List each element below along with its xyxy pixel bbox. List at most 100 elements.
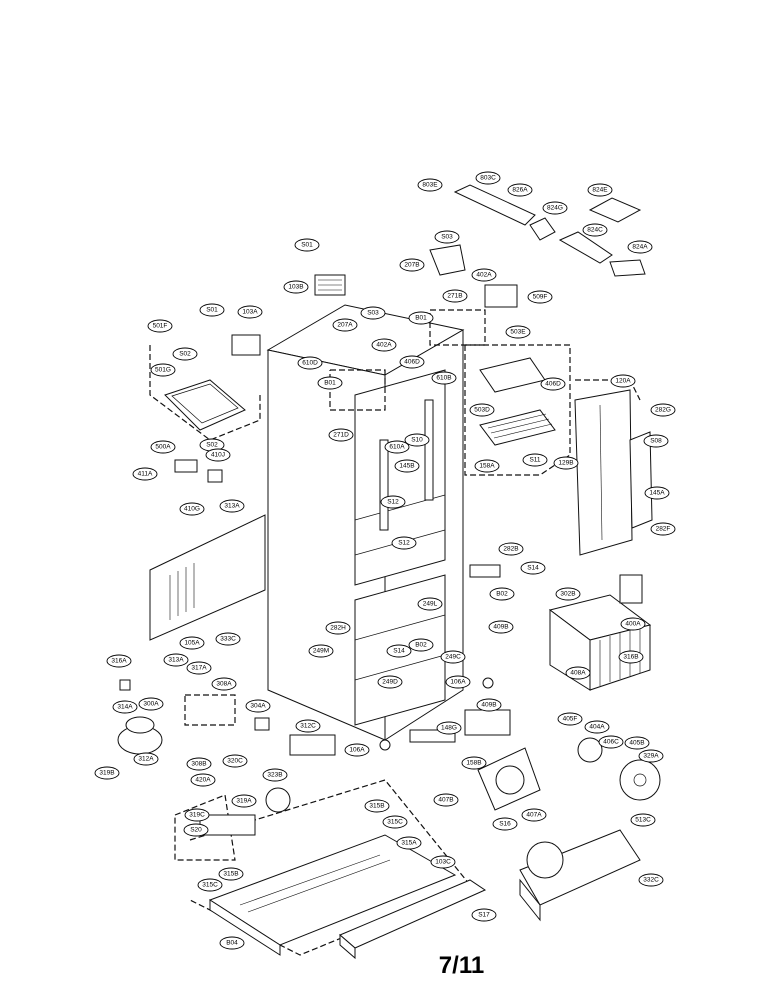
callout: 406D <box>540 377 566 391</box>
callout: 405F <box>557 712 583 726</box>
callout: 158B <box>461 756 487 770</box>
svg-text:404A: 404A <box>589 724 605 731</box>
callout: 323B <box>262 768 288 782</box>
callout: S10 <box>404 433 430 447</box>
callout: B01 <box>408 311 434 325</box>
svg-text:158A: 158A <box>479 463 495 470</box>
svg-text:503D: 503D <box>474 407 490 414</box>
svg-text:513C: 513C <box>635 817 651 824</box>
callout: S12 <box>380 495 406 509</box>
callout: 319A <box>231 794 257 808</box>
callout: 158A <box>474 459 500 473</box>
callout: S03 <box>434 230 460 244</box>
callout: 329A <box>638 749 664 763</box>
svg-text:407A: 407A <box>526 812 542 819</box>
fan-shroud <box>477 747 541 811</box>
svg-text:302B: 302B <box>560 591 575 598</box>
svg-text:803E: 803E <box>422 182 438 189</box>
callout-labels: 803E 803C 826A 824E 824G 824C 824A S01 S… <box>94 171 676 950</box>
svg-text:S16: S16 <box>499 821 511 828</box>
callout: 313A <box>219 499 245 513</box>
callout: 824C <box>582 223 608 237</box>
svg-text:824G: 824G <box>547 205 563 212</box>
callout: 308B <box>186 757 212 771</box>
svg-text:610B: 610B <box>436 375 451 382</box>
callout: S01 <box>294 238 320 252</box>
callout: B02 <box>489 587 515 601</box>
svg-text:B02: B02 <box>496 591 508 598</box>
callout: 312A <box>133 752 159 766</box>
svg-text:S11: S11 <box>529 457 540 464</box>
svg-text:282G: 282G <box>655 407 671 414</box>
callout: 513C <box>630 813 656 827</box>
svg-text:103C: 103C <box>435 859 451 866</box>
svg-text:405F: 405F <box>563 716 578 723</box>
svg-text:824A: 824A <box>632 244 648 251</box>
callout: 106A <box>344 743 370 757</box>
svg-text:S03: S03 <box>441 234 453 241</box>
callout: 319C <box>184 808 210 822</box>
svg-text:410J: 410J <box>211 452 225 459</box>
svg-text:411A: 411A <box>138 471 153 478</box>
callout: 271B <box>442 289 468 303</box>
callout: 402A <box>471 268 497 282</box>
callout: 501F <box>147 319 173 333</box>
svg-text:317A: 317A <box>191 665 207 672</box>
svg-text:207B: 207B <box>404 262 419 269</box>
svg-text:315B: 315B <box>369 803 384 810</box>
callout: 315B <box>218 867 244 881</box>
callout: 407B <box>433 793 459 807</box>
svg-text:249M: 249M <box>313 648 329 655</box>
callout: 500A <box>150 440 176 454</box>
svg-text:S01: S01 <box>206 307 218 314</box>
callout: 400A <box>620 617 646 631</box>
callout: 409B <box>476 698 502 712</box>
svg-text:313A: 313A <box>224 503 240 510</box>
callout: 408A <box>565 666 591 680</box>
svg-text:409B: 409B <box>481 702 496 709</box>
svg-text:B02: B02 <box>415 642 427 649</box>
callout: 824A <box>627 240 653 254</box>
svg-text:315A: 315A <box>401 840 417 847</box>
svg-text:B01: B01 <box>415 315 427 322</box>
page-number: 7/11 <box>438 952 485 979</box>
svg-text:803C: 803C <box>480 175 496 182</box>
callout: 302B <box>555 587 581 601</box>
callout: 105A <box>179 636 205 650</box>
callout: 282F <box>650 522 676 536</box>
fan-housing <box>519 829 641 922</box>
svg-text:103A: 103A <box>242 309 258 316</box>
callout: 300A <box>138 697 164 711</box>
svg-text:610A: 610A <box>389 444 405 451</box>
machine-base <box>208 834 457 956</box>
svg-text:323B: 323B <box>267 772 282 779</box>
callout: 315B <box>364 799 390 813</box>
callout: 249D <box>377 675 403 689</box>
callout: S02 <box>172 347 198 361</box>
svg-text:315C: 315C <box>202 882 218 889</box>
svg-text:S20: S20 <box>190 827 202 834</box>
svg-text:314A: 314A <box>117 704 133 711</box>
callout: 410G <box>179 502 205 516</box>
callout: S17 <box>471 908 497 922</box>
callout: 319B <box>94 766 120 780</box>
callout: 406D <box>399 355 425 369</box>
upper-ducts <box>231 244 518 356</box>
svg-text:B01: B01 <box>324 380 336 387</box>
svg-text:406D: 406D <box>404 359 420 366</box>
callout: 420A <box>190 773 216 787</box>
svg-text:315C: 315C <box>387 819 403 826</box>
callout: S14 <box>520 561 546 575</box>
svg-text:249C: 249C <box>445 654 461 661</box>
svg-text:407B: 407B <box>438 797 453 804</box>
callout: 803E <box>417 178 443 192</box>
callout: 271D <box>328 428 354 442</box>
callout: 316A <box>106 654 132 668</box>
fan-motor <box>577 737 661 801</box>
callout: S01 <box>199 303 225 317</box>
condenser <box>548 594 652 691</box>
callout: 308A <box>211 677 237 691</box>
svg-text:312A: 312A <box>138 756 154 763</box>
callout: 282G <box>650 403 676 417</box>
